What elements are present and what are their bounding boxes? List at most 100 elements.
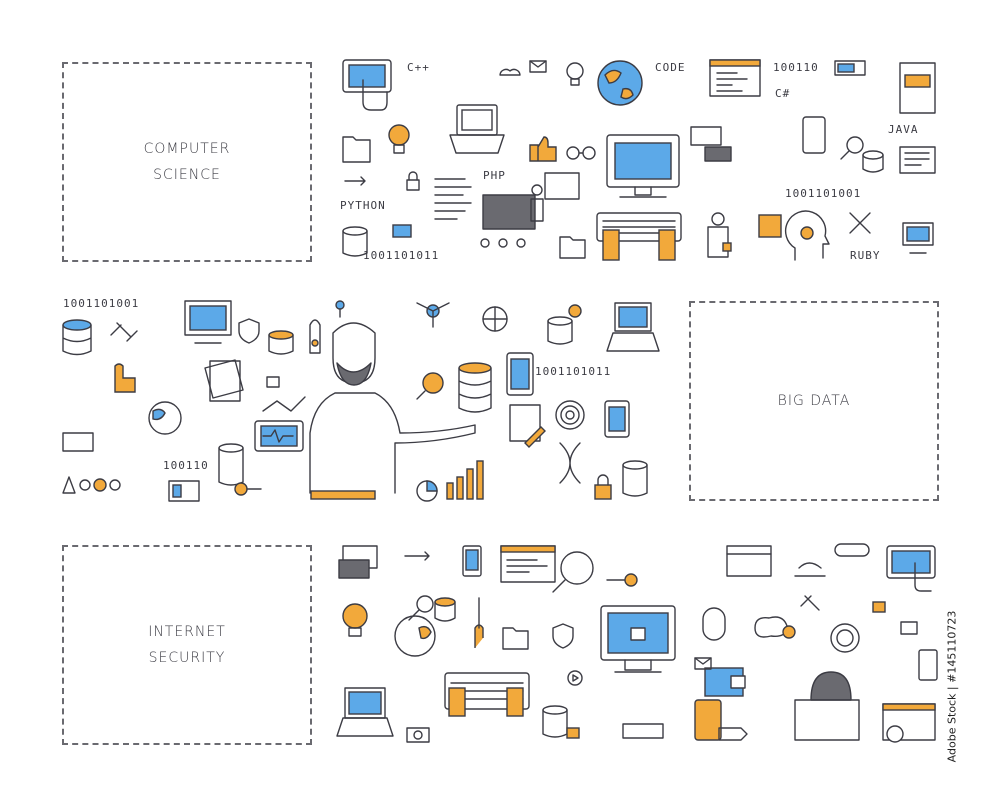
shield2-icon xyxy=(552,623,574,649)
bigdata-binary3-label: 100110 xyxy=(163,459,209,472)
brain-icon xyxy=(754,616,796,639)
keyboard-hands-icon xyxy=(444,672,530,717)
lock-icon xyxy=(406,171,420,191)
document-icon xyxy=(434,178,472,220)
satellite2-icon xyxy=(800,595,820,611)
tablet-icon xyxy=(342,59,392,111)
magnifier-orange-icon xyxy=(416,372,444,400)
database2-icon xyxy=(342,226,368,257)
magnifier-icon xyxy=(840,136,864,160)
fingerprint2-icon xyxy=(830,623,860,653)
phone2-blue-icon xyxy=(604,400,630,438)
pointing-hand-icon xyxy=(114,363,136,393)
cpp-label: C++ xyxy=(407,61,430,74)
internet-security-banner xyxy=(335,538,945,753)
database-big-icon xyxy=(458,362,492,413)
globe-blue-icon xyxy=(148,401,182,435)
computer-science-banner: C++ CODE 100110 C# xyxy=(335,55,945,270)
globe-outline-icon xyxy=(482,306,508,332)
internet-security-frame: INTERNET SECURITY xyxy=(62,545,312,745)
usb-icon xyxy=(622,723,664,739)
database4-icon xyxy=(622,460,648,497)
key-orange-icon xyxy=(234,482,262,496)
card-icon xyxy=(726,545,772,577)
chat-bubbles-icon xyxy=(338,545,378,579)
mail2-icon xyxy=(694,657,712,670)
play-icon xyxy=(567,670,583,686)
network-icon xyxy=(416,302,450,328)
tablet-wave-icon xyxy=(254,420,304,452)
ruby-label: RUBY xyxy=(850,249,881,262)
php-label: PHP xyxy=(483,169,506,182)
database-blue-icon xyxy=(62,319,92,356)
bulb-orange-icon xyxy=(568,304,582,318)
wrench2-icon xyxy=(404,551,430,561)
router-icon xyxy=(794,562,826,577)
rocket-icon xyxy=(309,319,321,354)
lock-orange2-icon xyxy=(872,601,886,613)
lightbulb-icon xyxy=(566,62,584,86)
bigdata-binary1-label: 1001101001 xyxy=(63,297,139,310)
bulb-orange-2-icon xyxy=(342,603,368,637)
computer-science-illustration: C++ CODE 100110 C# xyxy=(340,59,936,262)
lock-orange3-icon xyxy=(566,727,580,739)
thumbs-up-icon xyxy=(529,136,557,162)
database-orange-icon xyxy=(268,330,294,355)
hacker-icon xyxy=(794,671,860,741)
big-data-banner: 1001101001 xyxy=(55,293,665,508)
magnifier2-icon xyxy=(408,595,434,621)
csharp-label: C# xyxy=(775,87,790,100)
brain-head-icon xyxy=(785,210,830,261)
browser-icon xyxy=(500,545,556,583)
monitor-blue-icon xyxy=(184,300,232,344)
people-icon xyxy=(480,238,526,248)
wallet-icon xyxy=(704,667,746,697)
internet-security-label: INTERNET SECURITY xyxy=(148,624,226,666)
envelope-icon xyxy=(392,224,412,238)
monitor-icon xyxy=(606,134,680,198)
laptop-blue-icon xyxy=(606,302,660,352)
phone-blue-icon xyxy=(506,352,534,396)
lock2-icon xyxy=(266,376,280,388)
globe2-icon xyxy=(394,615,436,657)
pencil2-icon xyxy=(718,727,748,741)
glasses-icon xyxy=(566,146,596,160)
binary-label: 100110 xyxy=(773,61,819,74)
cloud-icon xyxy=(499,68,521,76)
chat2-icon xyxy=(62,432,94,452)
computer-science-frame: COMPUTER SCIENCE xyxy=(62,62,312,262)
big-data-illustration: 1001101001 xyxy=(62,297,660,502)
python-label: PYTHON xyxy=(340,199,386,212)
bug-search-icon xyxy=(552,551,594,593)
book-icon xyxy=(899,62,936,114)
computer-small-icon xyxy=(902,222,934,254)
chat-icon xyxy=(690,126,732,162)
presentation-icon xyxy=(482,184,544,230)
code-label: CODE xyxy=(655,61,686,74)
doc-pen-icon xyxy=(509,404,546,448)
lightbulb-orange-icon xyxy=(388,124,410,154)
mail-icon xyxy=(529,60,547,73)
fingerprint-icon xyxy=(555,400,585,430)
key-blue-icon xyxy=(335,300,345,318)
pie-chart-icon xyxy=(416,480,438,502)
document2-icon xyxy=(209,360,241,402)
bigdata-binary2-label: 1001101011 xyxy=(535,365,611,378)
database5-icon xyxy=(218,443,244,486)
chart-nodes-icon xyxy=(262,396,306,412)
server-icon xyxy=(168,480,200,502)
shield-icon xyxy=(238,318,260,344)
businessman-icon xyxy=(707,212,732,258)
key-icon xyxy=(606,573,638,587)
id-card-icon xyxy=(758,214,782,238)
presenter-person-icon xyxy=(309,322,476,494)
phone-orange-icon xyxy=(694,699,722,741)
usb-drive-icon xyxy=(834,60,866,76)
database3-icon xyxy=(547,316,573,345)
phone-small-icon xyxy=(462,545,482,577)
hand-key-icon xyxy=(474,597,484,648)
message-icon xyxy=(544,172,580,200)
camera-icon xyxy=(406,727,430,743)
folder2-icon xyxy=(559,236,586,259)
database-icon xyxy=(862,150,884,173)
